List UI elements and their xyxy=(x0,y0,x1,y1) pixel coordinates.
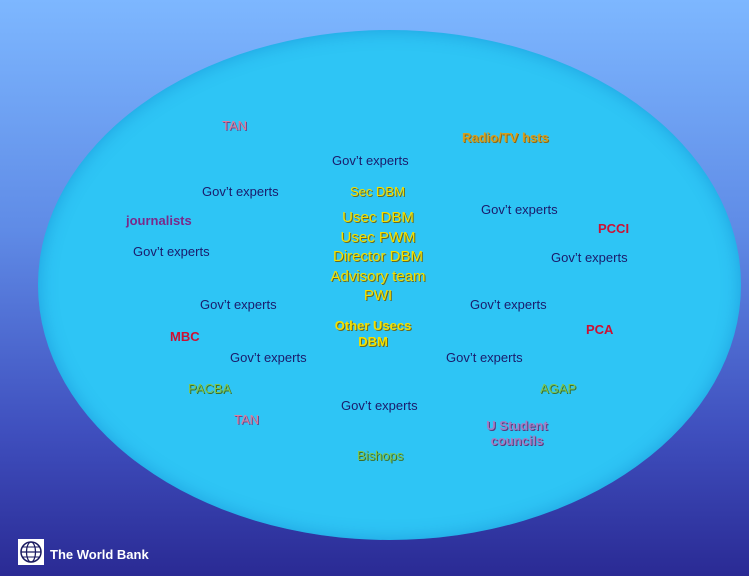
label-pca: PCA xyxy=(586,322,614,337)
label-pcci: PCCI xyxy=(598,221,630,236)
world-bank-footer: The World Bank xyxy=(18,538,149,570)
label-govt-right1: Gov’t experts xyxy=(481,202,558,217)
label-sec-dbm: Sec DBM xyxy=(350,184,405,199)
label-govt-left3: Gov’t experts xyxy=(200,297,277,312)
u-student-line-2: councils xyxy=(490,432,544,448)
center2-line-1: Other Usecs xyxy=(334,318,412,333)
label-govt-right4: Gov’t experts xyxy=(446,350,523,365)
label-govt-left2: Gov’t experts xyxy=(133,244,210,259)
label-radio-tv: Radio/TV hsts xyxy=(462,130,549,145)
center2-line-2: DBM xyxy=(358,333,388,349)
label-govt-bottom: Gov’t experts xyxy=(341,398,418,413)
world-bank-logo-text: The World Bank xyxy=(50,546,149,562)
label-mbc: MBC xyxy=(170,329,200,344)
center-line-3: Director DBM xyxy=(332,248,423,265)
label-govt-left1: Gov’t experts xyxy=(202,184,279,199)
label-govt-left4: Gov’t experts xyxy=(230,350,307,365)
label-u-student: U Student councils xyxy=(484,418,550,449)
stakeholder-circle xyxy=(38,30,741,540)
center-line-1: Usec DBM xyxy=(342,209,414,226)
center-line-4: Advisory team xyxy=(330,267,426,285)
globe-icon xyxy=(18,538,44,570)
label-agap: AGAP xyxy=(540,381,577,396)
label-journalists: journalists xyxy=(126,213,192,228)
u-student-line-1: U Student xyxy=(486,418,548,433)
center-officials: Usec DBM Usec PWM Director DBM Advisory … xyxy=(318,208,438,306)
label-pacba: PACBA xyxy=(188,381,232,396)
label-tan-top: TAN xyxy=(222,118,248,133)
center-line-5: PWI xyxy=(363,287,393,304)
label-bishops: Bishops xyxy=(357,448,404,463)
label-govt-top: Gov’t experts xyxy=(332,153,409,168)
label-govt-right2: Gov’t experts xyxy=(551,250,628,265)
label-govt-right3: Gov’t experts xyxy=(470,297,547,312)
center-line-2: Usec PWM xyxy=(340,228,416,246)
label-tan-bottom: TAN xyxy=(234,412,260,427)
center-other-usecs: Other Usecs DBM xyxy=(318,318,428,349)
